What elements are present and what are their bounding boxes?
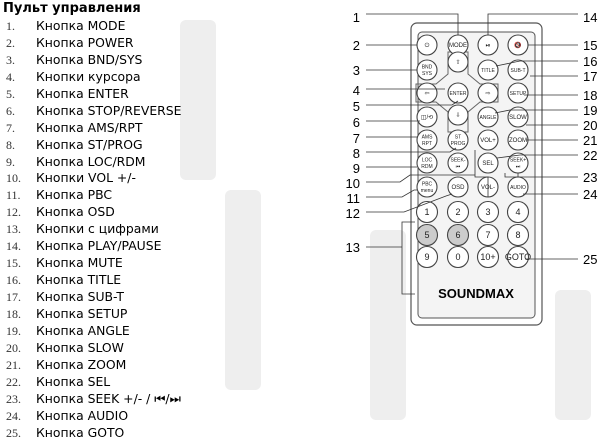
remote-button-label: ⏮ — [456, 164, 461, 170]
remote-button-label: TITLE — [481, 68, 495, 74]
remote-button-label: 7 — [485, 230, 490, 240]
remote-button-label: 0 — [455, 252, 460, 262]
callout-number: 24 — [583, 187, 597, 202]
callout-number: 23 — [583, 170, 597, 185]
remote-button-label: ⇩ — [455, 112, 460, 119]
callout-number: 21 — [583, 133, 597, 148]
remote-button-label: PBC — [422, 181, 433, 187]
callout-number: 25 — [583, 252, 597, 267]
remote-button-label: SUB-T — [511, 68, 526, 74]
remote-button-label: PROG — [451, 141, 466, 147]
remote-button-label: SEEK- — [450, 157, 465, 163]
callout-number: 4 — [353, 83, 360, 98]
remote-button-label: ANGLE — [480, 115, 498, 121]
callout-number: 15 — [583, 38, 597, 53]
callout-number: 3 — [353, 63, 360, 78]
remote-button-label: 9 — [424, 252, 429, 262]
remote-button-label: 5 — [424, 230, 429, 240]
remote-button-label: ENTER — [450, 91, 467, 97]
callout-number: 19 — [583, 103, 597, 118]
remote-button-label: MODE — [449, 43, 467, 49]
remote-button-label: GOTO — [505, 252, 531, 262]
callout-number: 16 — [583, 54, 597, 69]
callout-number: 20 — [583, 118, 597, 133]
remote-button-label: 6 — [455, 230, 460, 240]
remote-button-label: menu — [421, 188, 434, 194]
callout-number: 12 — [346, 206, 360, 221]
remote-button-label: SEL — [482, 161, 494, 167]
callout-number: 5 — [353, 99, 360, 114]
remote-button-label: RDM — [421, 164, 432, 170]
remote-button-label: ⏻ — [425, 42, 430, 49]
remote-button-label: 10+ — [480, 252, 495, 262]
remote-button-label: ⇧ — [455, 59, 460, 66]
remote-button-label: SEEK+ — [510, 157, 526, 163]
callout-number: 22 — [583, 148, 597, 163]
remote-button-label: ⇦ — [424, 91, 429, 97]
brand-logo: SOUNDMAX — [438, 286, 514, 301]
remote-button-label: ZOOM — [509, 138, 527, 144]
remote-button-label: 🔇 — [514, 41, 522, 49]
remote-button-label: SYS — [422, 71, 433, 77]
remote-button-label: ⇨ — [485, 91, 490, 97]
remote-button-label: 4 — [515, 207, 520, 217]
remote-button-label: 8 — [515, 230, 520, 240]
remote-button-label: VOL+ — [480, 138, 496, 144]
remote-button-label: 1 — [424, 207, 429, 217]
callout-number: 13 — [346, 240, 360, 255]
callout-number: 8 — [353, 146, 360, 161]
remote-button-label: LOC — [422, 157, 433, 163]
remote-button-label: 2 — [455, 207, 460, 217]
remote-button-label: OSD — [451, 185, 465, 191]
callout-line — [366, 190, 417, 197]
remote-button-label: ST — [455, 134, 461, 140]
callout-number: 14 — [583, 10, 597, 25]
remote-button-label: ⏭ — [516, 164, 521, 170]
remote-button-label: 3 — [485, 207, 490, 217]
callout-number: 2 — [353, 38, 360, 53]
remote-button-label: ◫/⟲ — [421, 115, 433, 121]
callout-number: 9 — [353, 161, 360, 176]
callout-number: 10 — [346, 176, 360, 191]
remote-button-label: BND — [422, 64, 433, 70]
remote-button-label: AUDIO — [510, 185, 526, 191]
callout-number: 1 — [353, 10, 360, 25]
callout-number: 7 — [353, 131, 360, 146]
callout-line — [366, 222, 415, 294]
remote-button-label: SLOW — [509, 115, 527, 121]
callout-number: 17 — [583, 69, 597, 84]
callout-number: 11 — [347, 191, 361, 206]
remote-button-label: ⏯ — [486, 43, 491, 49]
callout-number: 6 — [353, 115, 360, 130]
remote-button-label: RPT — [422, 141, 432, 147]
remote-button-label: SETUP — [510, 91, 527, 97]
callout-number: 18 — [583, 88, 597, 103]
remote-button-label: AMS — [422, 134, 434, 140]
